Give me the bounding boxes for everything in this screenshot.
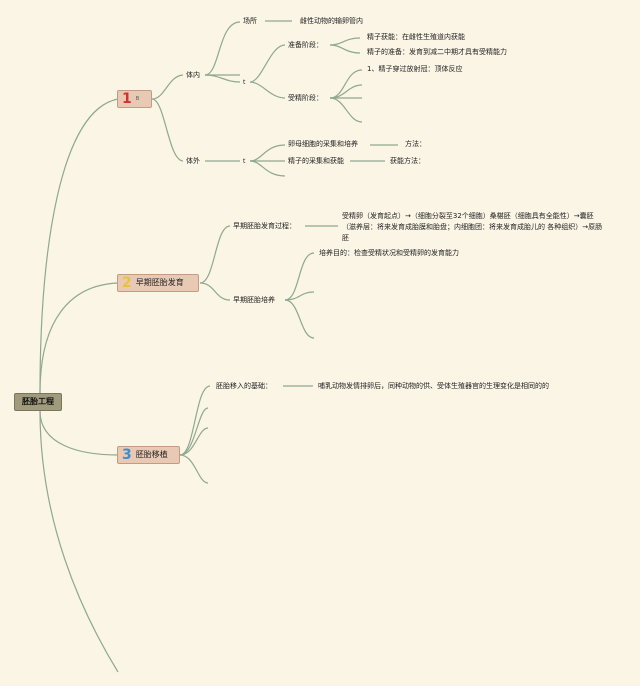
node-changsuo[interactable]: 场所: [243, 17, 257, 25]
topic-3-label: 胚胎移植: [135, 450, 168, 459]
connector-topic1-tinei: [151, 74, 184, 100]
node-zhunbei-2[interactable]: 精子的准备：发育到减二中期才具有受精能力: [367, 48, 507, 56]
node-peiyang-1[interactable]: 培养目的：检查受精状况和受精卵的发育能力: [319, 249, 459, 257]
node-mark-t2: t: [243, 158, 246, 165]
connector-root-bottom: [39, 410, 119, 673]
node-jichu[interactable]: 胚胎移入的基础：: [216, 382, 272, 390]
topic-1-number: 1: [122, 91, 132, 107]
root-node[interactable]: 胚胎工程: [14, 393, 62, 411]
node-jingzi-value[interactable]: 获能方法：: [390, 157, 425, 165]
topic-2-number: 2: [122, 275, 132, 291]
node-luanmu[interactable]: 卵母细胞的采集和培养: [288, 140, 358, 148]
node-luanmu-value[interactable]: 方法：: [405, 140, 426, 148]
node-jingzi[interactable]: 精子的采集和获能: [288, 157, 344, 165]
topic-1-small-label: B: [135, 96, 140, 102]
node-peiyang[interactable]: 早期胚胎培养: [233, 296, 275, 304]
node-tinei[interactable]: 体内: [186, 71, 200, 79]
node-tiwai[interactable]: 体外: [186, 157, 200, 165]
node-fayu-value[interactable]: 受精卵（发育起点）→（细胞分裂至32个细胞）桑椹胚（细胞具有全能性）→囊胚（滋养…: [342, 212, 603, 242]
connector-root-topic2: [39, 282, 119, 394]
node-mark-t1: t: [243, 79, 246, 86]
node-changsuo-value[interactable]: 雌性动物的输卵管内: [300, 17, 363, 25]
topic-3-number: 3: [122, 447, 132, 463]
connector-topic1-tiwai: [151, 98, 184, 162]
topic-2-node[interactable]: 2 早期胚胎发育: [117, 274, 199, 292]
node-shoujing-1[interactable]: 1、精子穿过放射冠：顶体反应: [367, 65, 463, 73]
connector-root-topic1: [39, 98, 119, 394]
node-zhunbei[interactable]: 准备阶段：: [288, 41, 323, 49]
topic-3-node[interactable]: 3 胚胎移植: [117, 446, 180, 464]
root-label: 胚胎工程: [22, 397, 54, 406]
connector-root-topic3: [39, 410, 119, 456]
topic-2-label: 早期胚胎发育: [135, 278, 184, 287]
node-fayu[interactable]: 早期胚胎发育过程：: [233, 222, 296, 230]
node-zhunbei-1[interactable]: 精子获能：在雌性生殖道内获能: [367, 33, 465, 41]
node-shoujing[interactable]: 受精阶段：: [288, 94, 323, 102]
node-jichu-value[interactable]: 哺乳动物发情排卵后，同种动物的供、受体生殖器官的生理变化是相同的的: [318, 382, 549, 390]
topic-1-node[interactable]: 1 B: [117, 90, 152, 108]
